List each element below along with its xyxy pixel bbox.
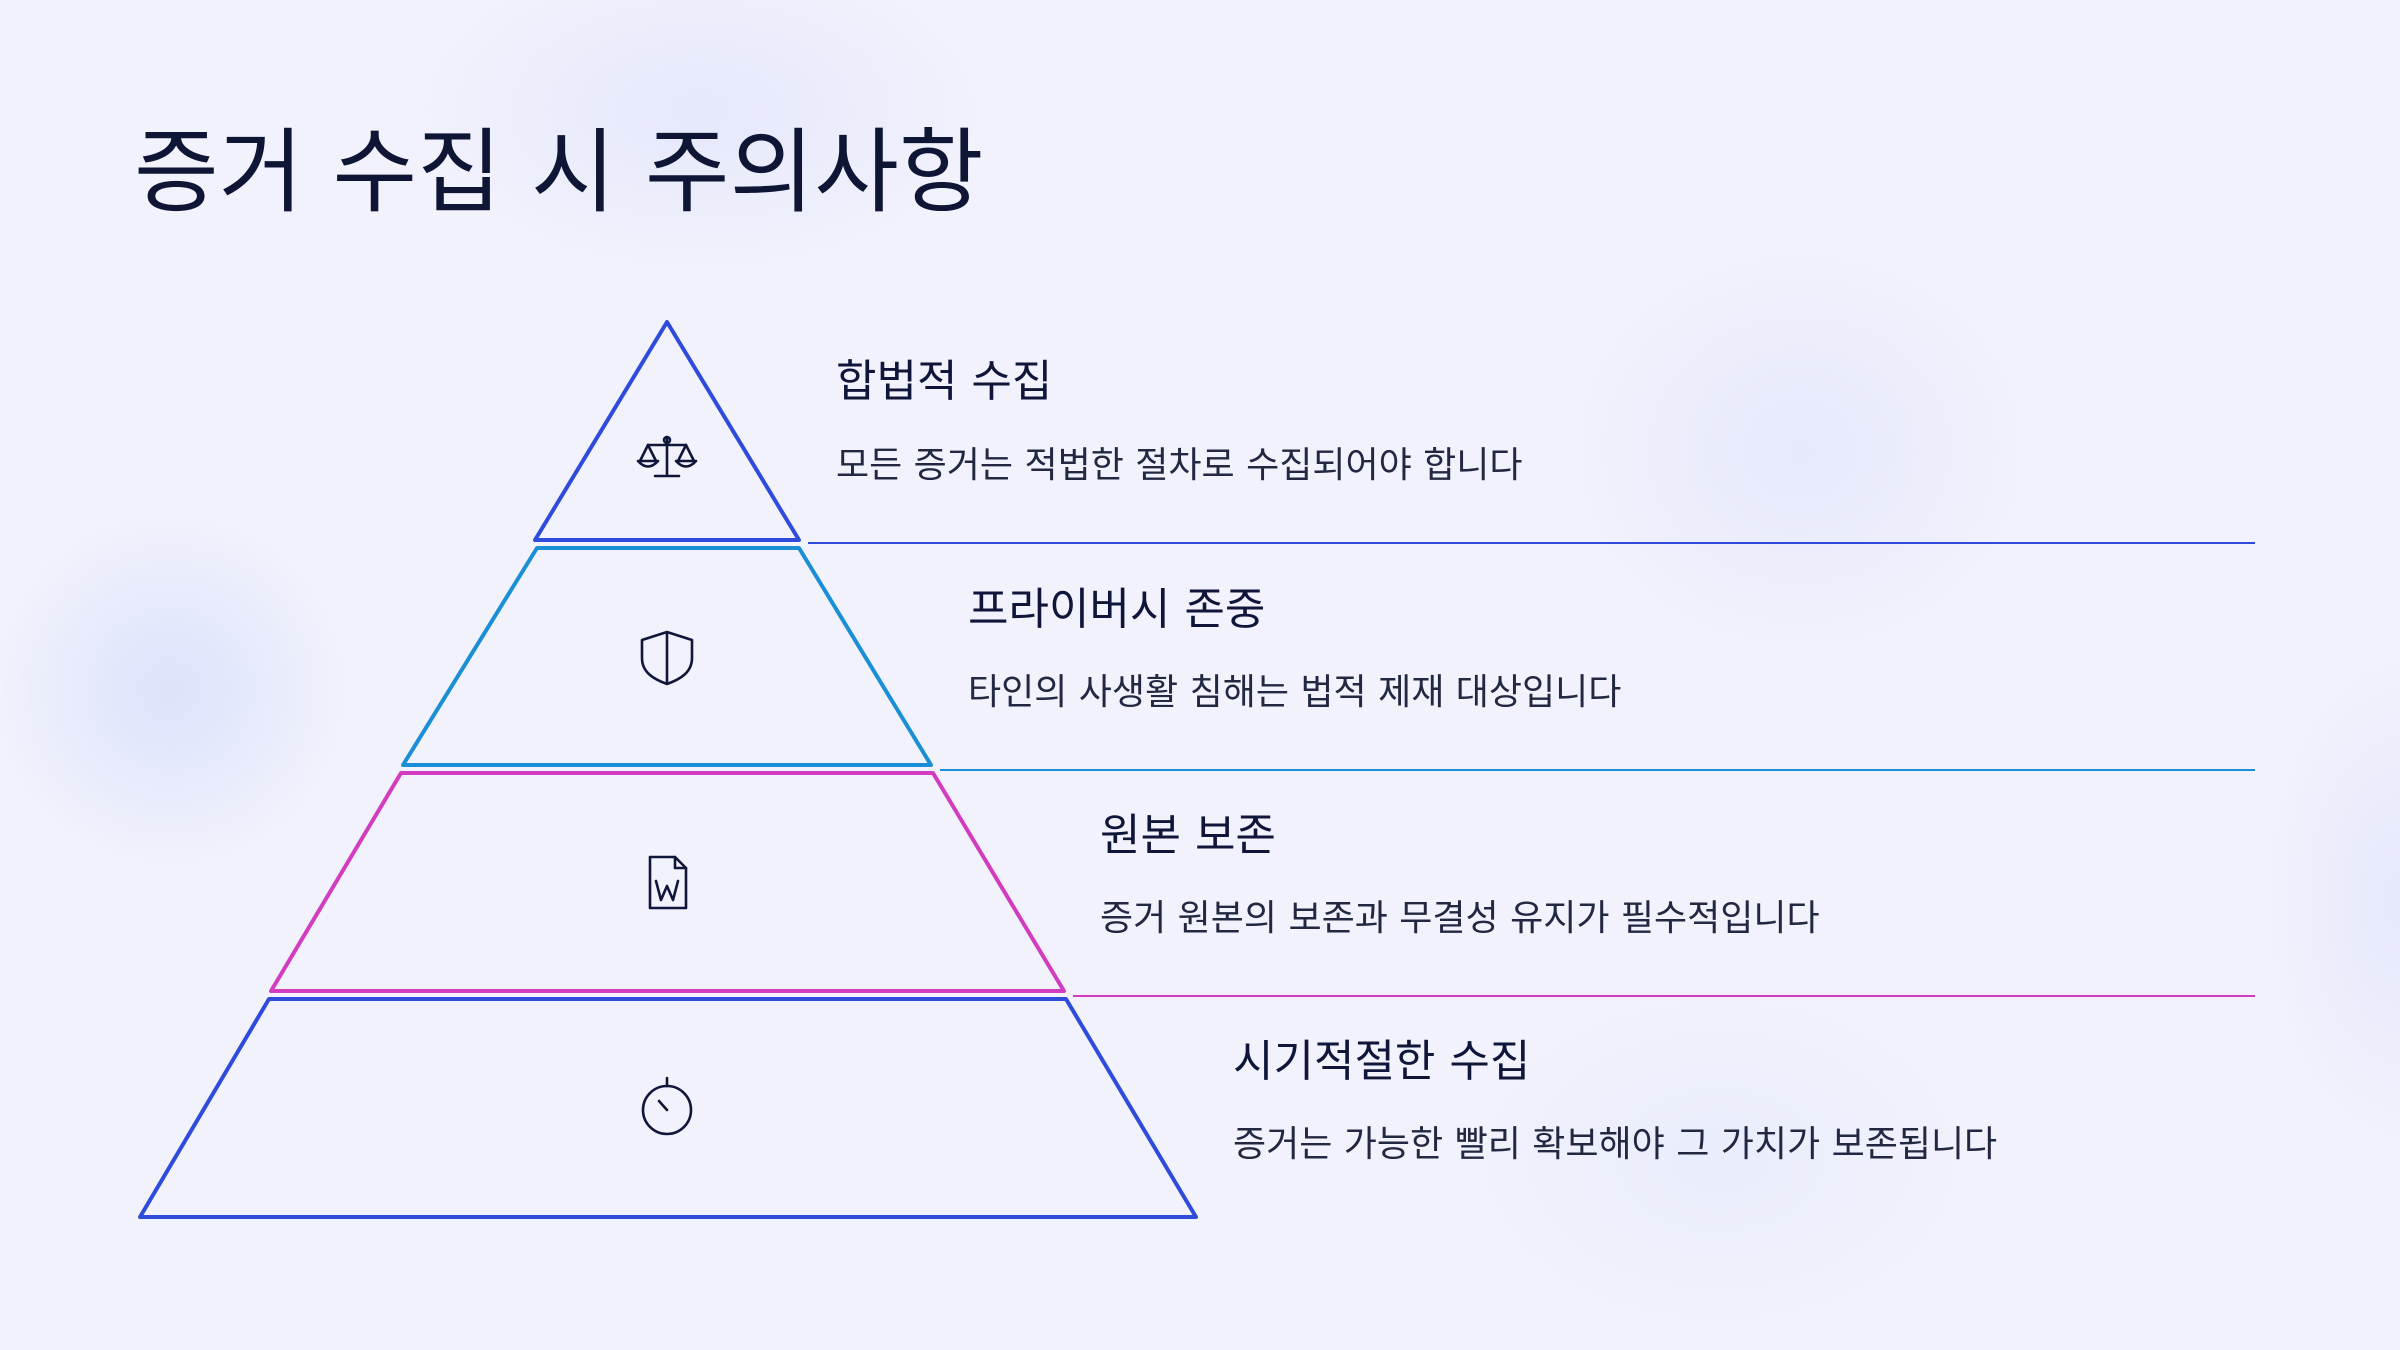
level-2-description: 타인의 사생활 침해는 법적 제재 대상입니다 (968, 672, 1622, 713)
level-4-description: 증거는 가능한 빨리 확보해야 그 가치가 보존됩니다 (1233, 1124, 1998, 1165)
pyramid-level-1 (533, 320, 2255, 544)
pyramid-level-4 (138, 997, 1198, 1219)
word-document-icon (648, 855, 688, 910)
level-3-title: 원본 보존 (1100, 810, 1276, 861)
pyramid-segment-2 (401, 546, 933, 767)
timer-icon (641, 1076, 693, 1136)
page-title: 증거 수집 시 주의사항 (134, 119, 984, 226)
pyramid-segment-3 (269, 771, 1066, 993)
pyramid-level-3 (269, 771, 2255, 997)
level-1-title: 합법적 수집 (836, 356, 1053, 407)
scale-icon (636, 435, 698, 478)
level-2-title: 프라이버시 존중 (968, 584, 1266, 635)
pyramid-segment-1 (533, 320, 801, 542)
level-4-title: 시기적절한 수집 (1233, 1036, 1531, 1087)
pyramid-segment-4 (138, 997, 1198, 1219)
pyramid-level-2 (401, 546, 2255, 771)
level-3-description: 증거 원본의 보존과 무결성 유지가 필수적입니다 (1100, 898, 1820, 939)
level-1-description: 모든 증거는 적법한 절차로 수집되어야 합니다 (836, 445, 1523, 486)
shield-icon (640, 630, 694, 686)
